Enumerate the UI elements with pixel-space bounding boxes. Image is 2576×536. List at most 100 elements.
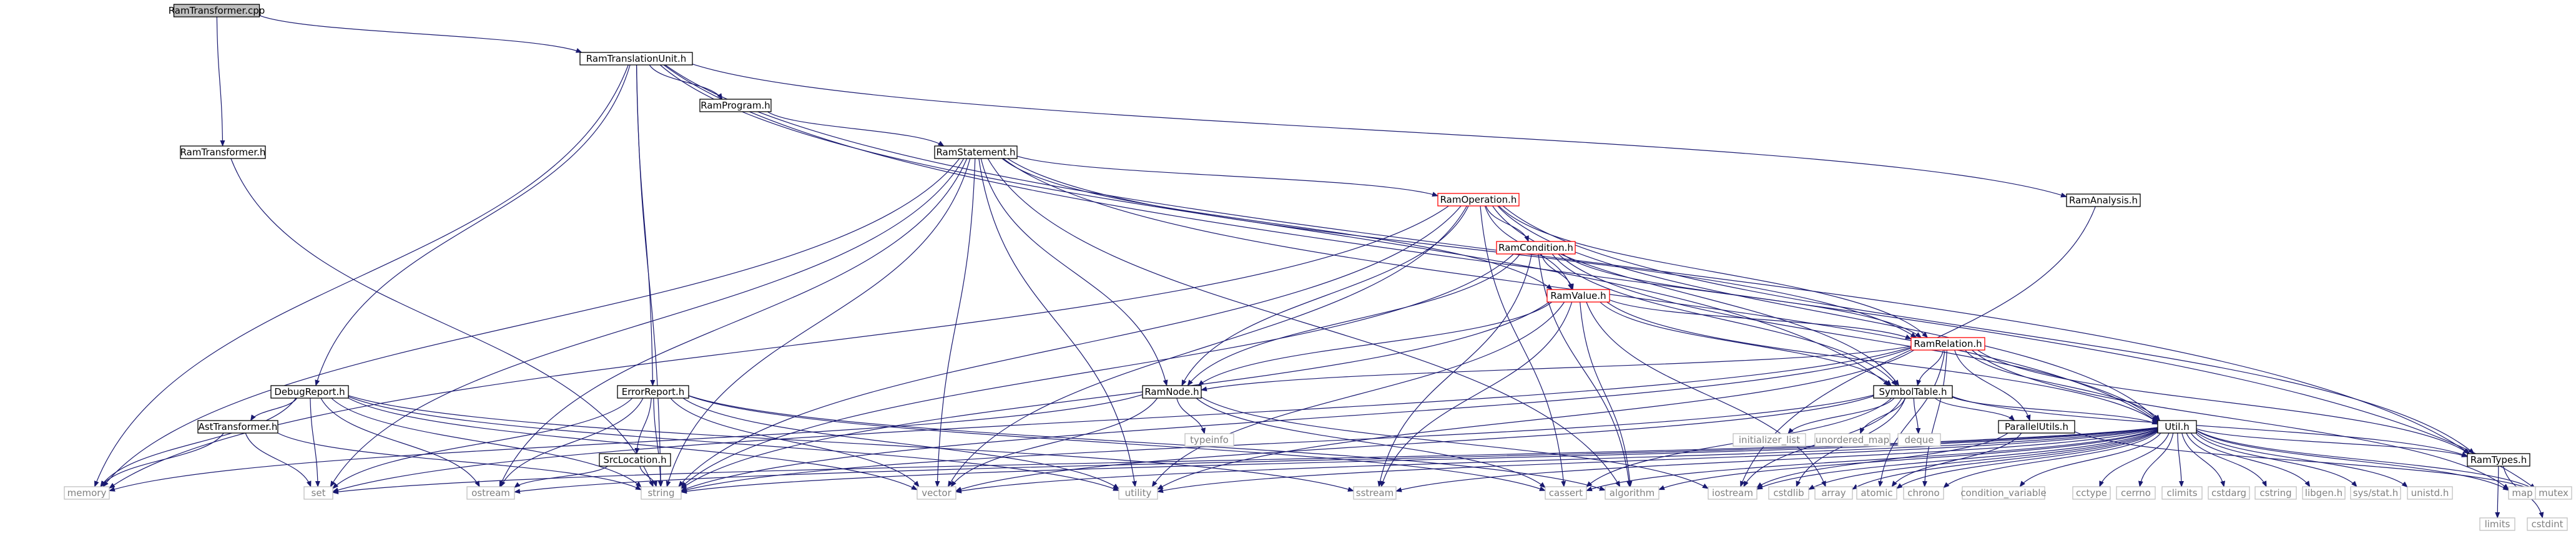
node-cstring: cstring — [2254, 486, 2297, 500]
edge-RamValue_h-to-string — [681, 301, 1550, 489]
edge-RamStatement_h-to-vector — [935, 158, 976, 487]
edge-RamOperation_h-to-RamRelation_h — [1498, 205, 1929, 338]
node-ramnode-h[interactable]: RamNode.h — [1142, 385, 1202, 399]
edge-Util_h-to-condition_variable — [2019, 432, 2161, 487]
node-typeinfo: typeinfo — [1184, 433, 1234, 447]
node-box — [1962, 486, 2045, 500]
node-label: ostream — [471, 487, 510, 499]
node-label: cstring — [2259, 487, 2291, 499]
edge-RamValue_h-to-RamRelation_h — [1609, 299, 1912, 339]
node-ramtransformer-h[interactable]: RamTransformer.h — [180, 145, 266, 159]
node-label: algorithm — [1610, 487, 1654, 499]
node-box — [1910, 337, 1985, 351]
edge-Util_h-to-sstream — [1395, 428, 2158, 492]
node-box — [2407, 486, 2453, 500]
edge-ErrorReport_h-to-utility — [682, 397, 1119, 490]
node-box — [641, 486, 682, 500]
edge-RamRelation_h-to-RamTypes_h — [1977, 349, 2470, 454]
edge-RamTranslationUnit_h-to-DebugReport_h — [315, 64, 631, 386]
node-ramcondition-h[interactable]: RamCondition.h — [1496, 241, 1576, 255]
node-ramvalue-h[interactable]: RamValue.h — [1546, 289, 1610, 303]
edge-AstTransformer_h-to-string — [277, 432, 642, 490]
node-label: SrcLocation.h — [603, 454, 666, 465]
edge-RamValue_h-to-array — [1586, 301, 1826, 487]
edge-RamNode_h-to-vector — [950, 397, 1158, 487]
node-util-h[interactable]: Util.h — [2157, 420, 2197, 434]
node-label: RamOperation.h — [1440, 194, 1517, 205]
node-map: map — [2508, 486, 2537, 500]
node-ramtypes-h[interactable]: RamTypes.h — [2467, 453, 2530, 467]
edge-ErrorReport_h-to-ostream — [500, 397, 644, 487]
node-cstdint: cstdint — [2527, 517, 2568, 531]
edge-Util_h-to-climits — [2177, 432, 2185, 487]
edge-Util_h-to-cstdarg — [2181, 432, 2226, 487]
edge-RamOperation_h-to-Util_h — [1497, 205, 2158, 421]
node-cctype: cctype — [2072, 486, 2111, 500]
node-box — [2527, 517, 2568, 531]
node-label: initializer_list — [1739, 434, 1800, 446]
edge-RamTranslationUnit_h-to-memory — [94, 64, 629, 487]
node-label: cstdint — [2531, 519, 2563, 530]
edge-ErrorReport_h-to-string — [653, 397, 663, 487]
node-ramrelation-h[interactable]: RamRelation.h — [1910, 337, 1985, 351]
node-box — [180, 145, 266, 159]
node-srclocation-h[interactable]: SrcLocation.h — [599, 453, 671, 467]
edge-RamCondition_h-to-RamValue_h — [1541, 253, 1574, 290]
node-box — [2479, 517, 2515, 531]
node-label: RamTransformer.h — [180, 147, 266, 158]
node-box — [2066, 193, 2141, 207]
edge-Util_h-to-mutex — [2196, 429, 2536, 490]
node-box — [1814, 433, 1890, 447]
edge-DebugReport_h-to-utility — [348, 396, 1119, 491]
node-box — [270, 385, 349, 399]
edge-RamStatement_h-to-RamOperation_h — [1016, 155, 1438, 197]
node-ramoperation-h[interactable]: RamOperation.h — [1437, 193, 1520, 207]
node-mutex: mutex — [2535, 486, 2572, 500]
node-box — [599, 453, 671, 467]
node-set: set — [303, 486, 333, 500]
node-label: iostream — [1712, 487, 1753, 499]
edge-Util_h-to-unistd_h — [2196, 431, 2408, 488]
edge-SymbolTable_h-to-unordered_map — [1860, 397, 1905, 434]
node-label: RamAnalysis.h — [2069, 195, 2138, 206]
edge-RamTransformer_h-to-string — [230, 158, 654, 487]
edge-Util_h-to-RamTypes_h — [2196, 428, 2468, 457]
node-label: cassert — [1549, 487, 1583, 499]
edge-SymbolTable_h-to-deque — [1913, 397, 1921, 434]
node-box — [303, 486, 333, 500]
node-asttransformer-h[interactable]: AstTransformer.h — [197, 420, 278, 434]
edge-RamStatement_h-to-memory — [102, 158, 960, 487]
node-ramtransformer-cpp[interactable]: RamTransformer.cpp — [169, 4, 265, 17]
edge-Util_h-to-cstring — [2186, 432, 2267, 487]
node-ramstatement-h[interactable]: RamStatement.h — [934, 145, 1018, 159]
node-unistd-h: unistd.h — [2407, 486, 2453, 500]
edge-RamStatement_h-to-RamValue_h — [1001, 158, 1553, 290]
edge-Util_h-to-cctype — [2099, 432, 2170, 487]
edge-Util_h-to-atomic — [1896, 431, 2158, 489]
edge-Util_h-to-string — [681, 427, 2158, 494]
node-label: sys/stat.h — [2353, 487, 2399, 499]
node-box — [2254, 486, 2297, 500]
node-box — [173, 4, 260, 17]
edge-RamStatement_h-to-set — [330, 158, 965, 487]
node-sstream: sstream — [1353, 486, 1397, 500]
node-parallelutils-h[interactable]: ParallelUtils.h — [1998, 420, 2075, 434]
edge-SrcLocation_h-to-ostream — [514, 465, 608, 488]
edge-Util_h-to-array — [1852, 430, 2158, 490]
node-symboltable-h[interactable]: SymbolTable.h — [1873, 385, 1953, 399]
edge-RamTranslationUnit_h-to-RamAnalysis_h — [692, 64, 2067, 198]
node-ramanalysis-h[interactable]: RamAnalysis.h — [2066, 193, 2141, 207]
node-ramtranslationunit-h[interactable]: RamTranslationUnit.h — [579, 52, 693, 66]
edge-RamRelation_h-to-Util_h — [1965, 349, 2161, 421]
node-ramprogram-h[interactable]: RamProgram.h — [699, 99, 772, 112]
edge-SrcLocation_h-to-string — [639, 465, 657, 487]
node-label: deque — [1904, 434, 1934, 446]
node-debugreport-h[interactable]: DebugReport.h — [270, 385, 349, 399]
node-ostream: ostream — [466, 486, 515, 500]
edge-RamOperation_h-to-SymbolTable_h — [1492, 205, 1899, 386]
node-label: cctype — [2076, 487, 2107, 499]
node-errorreport-h[interactable]: ErrorReport.h — [617, 385, 689, 399]
edge-RamStatement_h-to-RamNode_h — [980, 158, 1168, 386]
edge-RamProgram_h-to-RamStatement_h — [767, 111, 945, 147]
edge-RamTypes_h-to-limits — [2495, 465, 2500, 519]
